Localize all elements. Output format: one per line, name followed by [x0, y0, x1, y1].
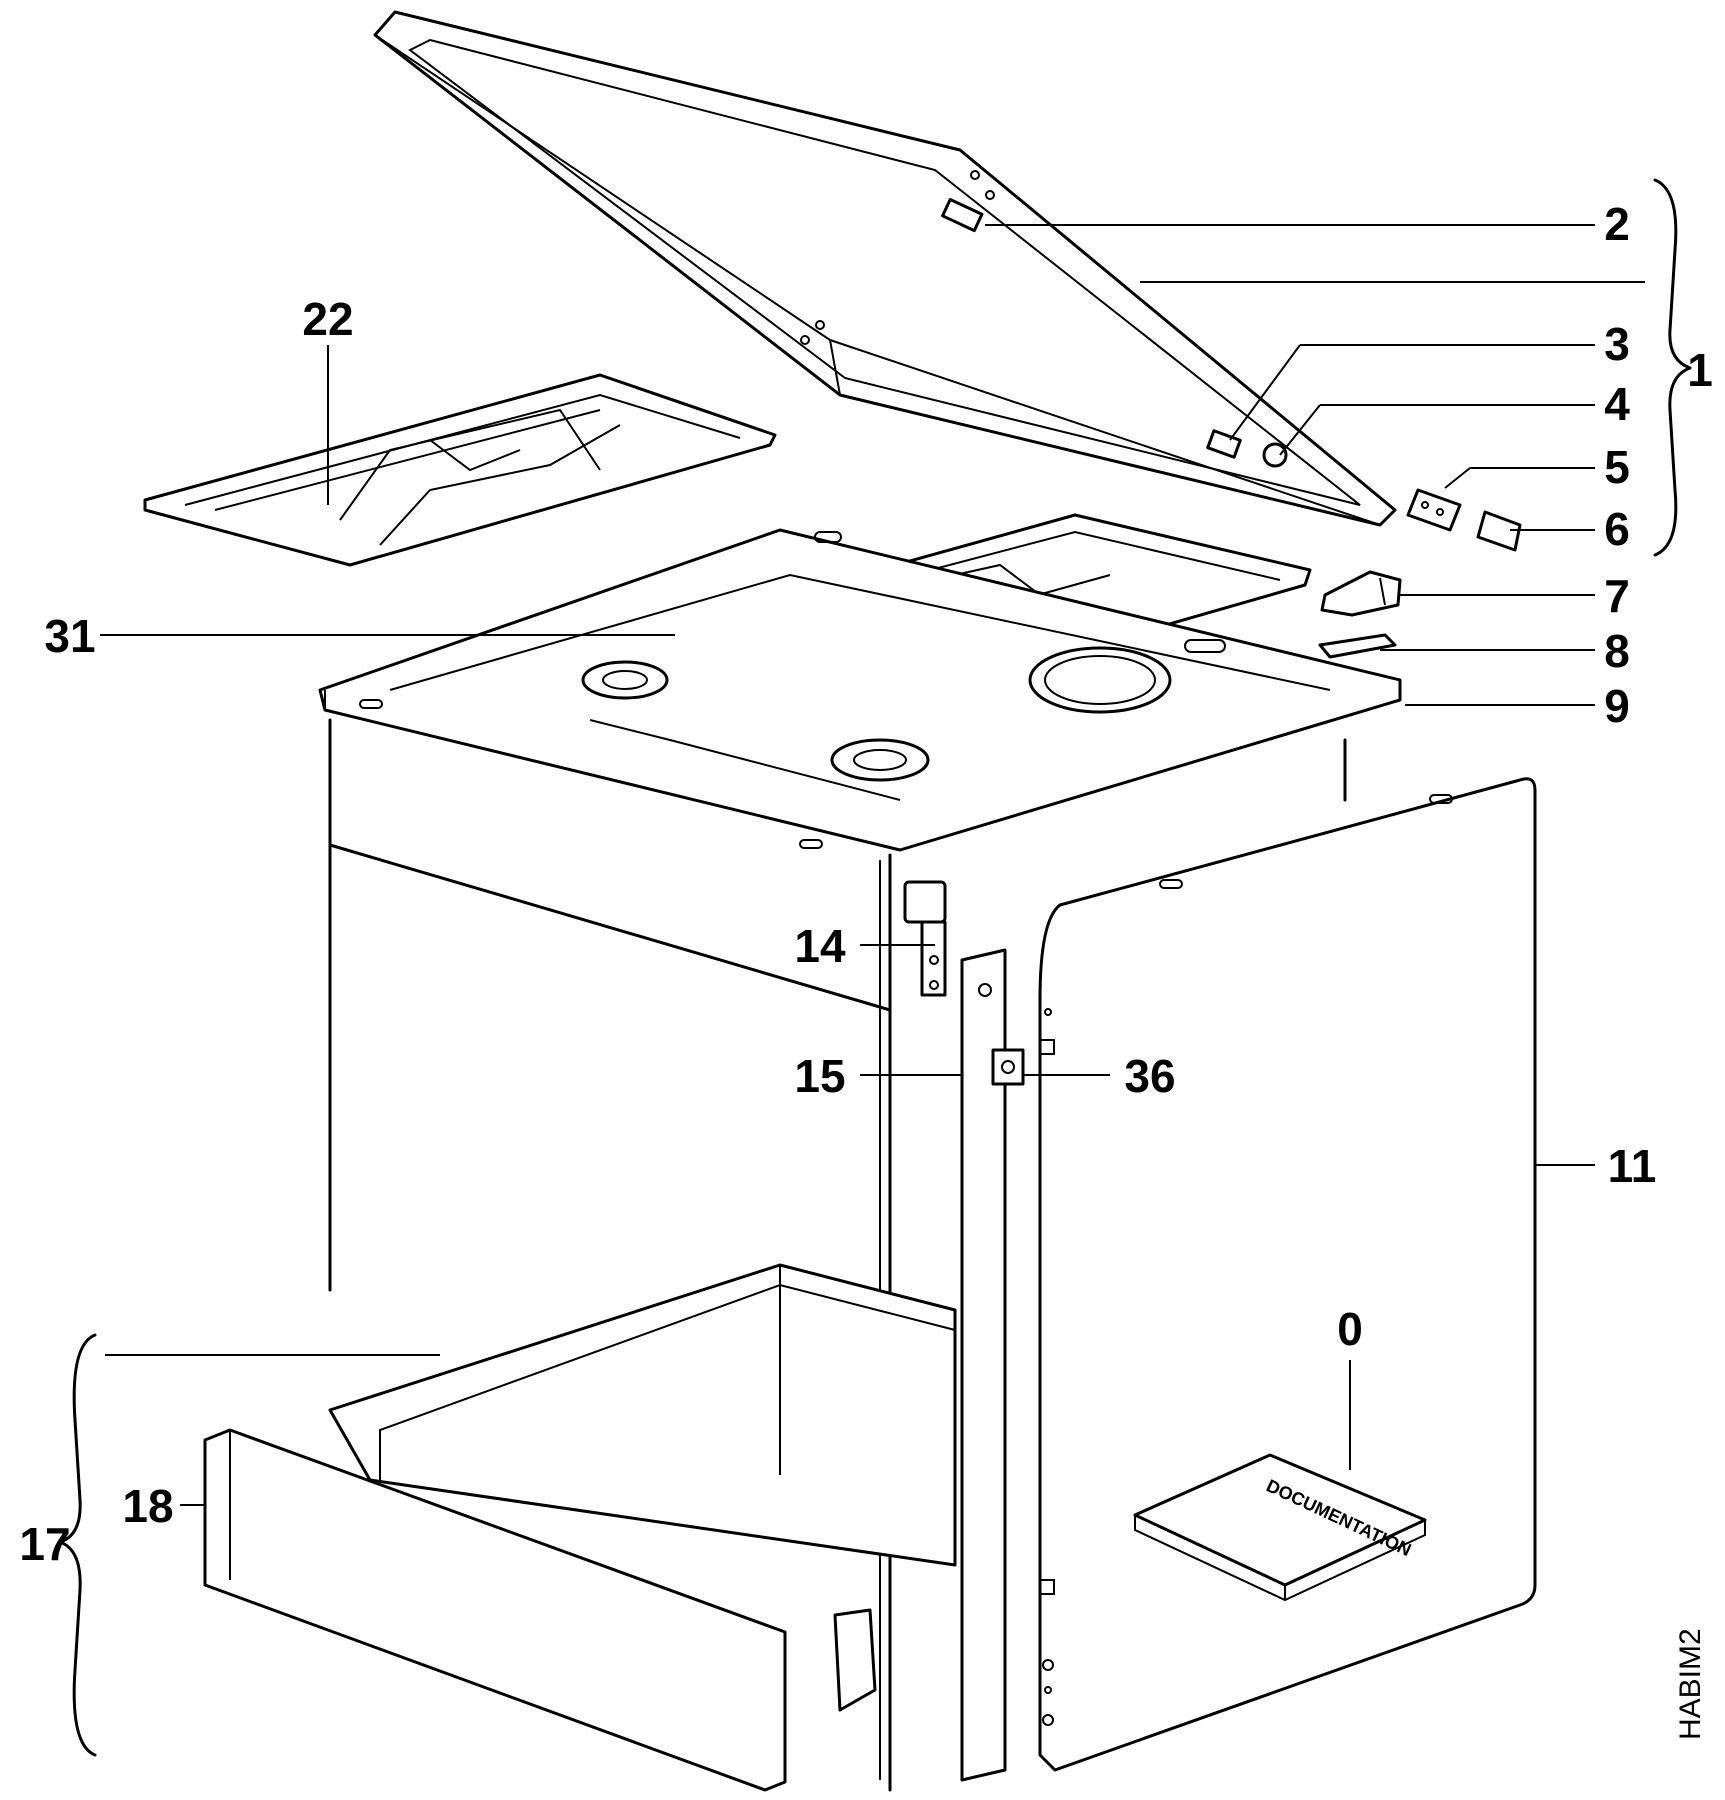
label-0: 0: [1337, 1303, 1363, 1355]
drawer-front-panel-part-18: [203, 1428, 787, 1792]
front-strip-part-15: [960, 948, 1007, 1782]
label-7: 7: [1604, 570, 1630, 622]
knob-part-7: [1320, 570, 1402, 617]
label-8: 8: [1604, 625, 1630, 677]
clip-part-6: [1476, 510, 1522, 552]
label-17: 17: [19, 1518, 70, 1570]
side-panel-part-11: [1038, 777, 1537, 1772]
clip-part-36: [991, 1048, 1025, 1086]
drawer-part-17: [328, 1263, 957, 1567]
lid: [373, 10, 1397, 527]
label-15: 15: [794, 1050, 845, 1102]
drawer-back-bracket: [833, 1608, 877, 1712]
label-4: 4: [1604, 378, 1630, 430]
label-36: 36: [1124, 1050, 1175, 1102]
label-14: 14: [794, 920, 846, 972]
label-5: 5: [1604, 441, 1630, 493]
washer-part-4: [1262, 442, 1288, 468]
brace-group-17: [58, 1333, 97, 1757]
label-18: 18: [122, 1480, 173, 1532]
part-labels: 2 1 3 4 5 6 7 8 9 11 22 31 14 15 36 0 18…: [19, 198, 1712, 1570]
label-6: 6: [1604, 503, 1630, 555]
bracket-part-14: [903, 880, 947, 997]
label-31: 31: [44, 610, 95, 662]
brace-group-1: [1653, 178, 1692, 557]
label-9: 9: [1604, 680, 1630, 732]
label-1: 1: [1687, 344, 1713, 396]
label-22: 22: [302, 293, 353, 345]
spacer-part-8: [1318, 633, 1397, 659]
drawing-code: HABIM2: [1674, 1628, 1707, 1740]
hob-plate-part-9: [318, 528, 1402, 852]
label-11: 11: [1608, 1140, 1657, 1192]
label-3: 3: [1604, 318, 1630, 370]
pan-support-part-22: [143, 373, 777, 567]
documentation-booklet-part-0: DOCUMENTATION: [1133, 1453, 1427, 1602]
clip-part-5: [1406, 488, 1462, 532]
leader-lines: [100, 224, 1645, 1506]
label-2: 2: [1604, 198, 1630, 250]
